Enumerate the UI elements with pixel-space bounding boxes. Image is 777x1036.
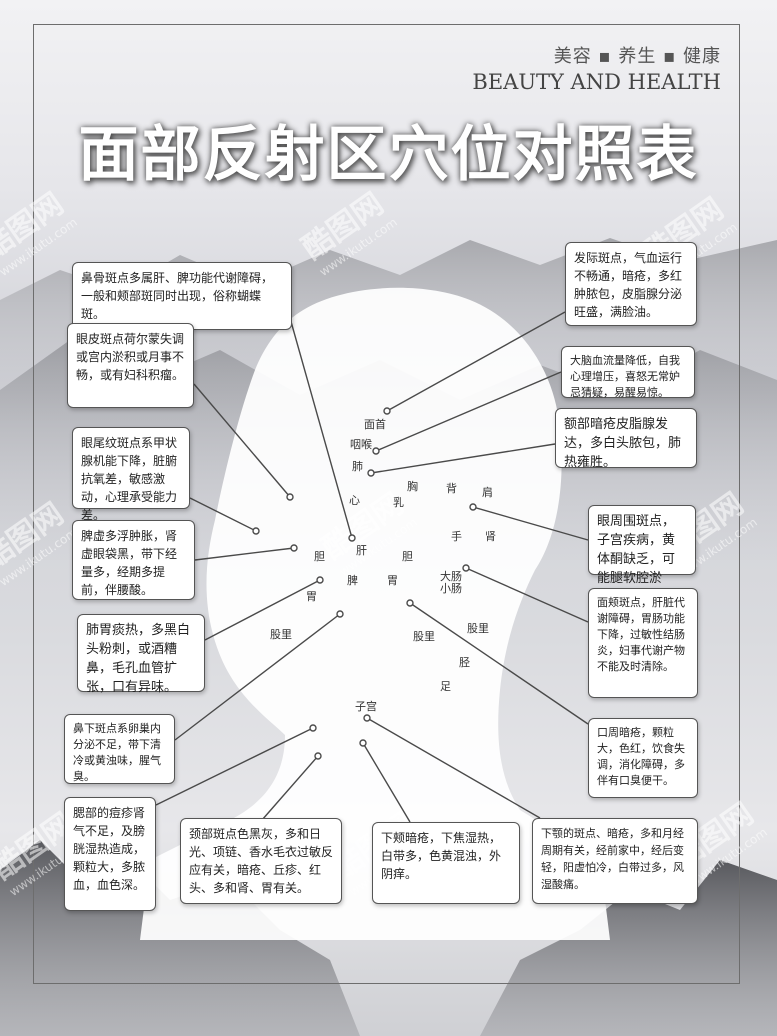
note-eye-around: 眼周围斑点，子宫疾病，黄体酮缺乏，可能腿软腔淤阻。 [588, 505, 696, 605]
zone-label: 胸 [407, 480, 418, 493]
leader-dot [383, 407, 391, 415]
leader-line [289, 317, 353, 539]
note-face: 面颊斑点，肝脏代谢障碍，胃肠功能下降，过敏性结肠炎，妇事代谢产物不能及时清除。 [588, 588, 698, 698]
leader-line [472, 506, 589, 541]
leader-dot [348, 534, 356, 542]
leader-line [370, 443, 556, 474]
leader-line [366, 717, 541, 819]
leader-line [386, 311, 566, 412]
zone-label: 肺 [352, 460, 363, 473]
zone-label: 肾 [485, 530, 496, 543]
zone-label: 咽喉 [350, 438, 372, 451]
note-lower-cheek: 下颊暗疮，下焦湿热，白带多，色黄混浊，外阴痒。 [372, 822, 520, 904]
zone-label: 胆 [314, 550, 325, 563]
slogan-cn: 美容 ▪ 养生 ▪ 健康 [553, 46, 721, 67]
zone-label: 胃 [387, 574, 398, 587]
zone-label: 股里 [270, 628, 292, 641]
zone-label: 胆 [402, 550, 413, 563]
zone-label: 胫 [459, 656, 470, 669]
note-forehead: 额部暗疮皮脂腺发达，多白头脓包，肺热雍胜。 [555, 408, 697, 470]
leader-dot [372, 447, 380, 455]
zone-label: 脾 [347, 574, 358, 587]
leader-line [194, 547, 295, 561]
leader-dot [290, 544, 298, 552]
leader-dot [309, 724, 317, 732]
note-neck: 颈部斑点色黑灰，多和日光、项链、香水毛衣过敏反应有关，暗疮、丘疹、红头、多和肾、… [180, 818, 342, 904]
note-lung-stomach: 肺胃痰热，多黑白头粉刺，或酒糟鼻，毛孔血管扩张，口有异味。 [77, 614, 205, 695]
leader-dot [359, 739, 367, 747]
leader-line [375, 371, 562, 452]
leader-line [189, 497, 257, 532]
note-brain: 大脑血流量降低，自我心理增压，喜怒无常妒忌猜疑，易醒易惊。 [561, 346, 695, 399]
head-silhouette [140, 287, 610, 940]
leader-dot [406, 599, 414, 607]
zone-label: 背 [446, 482, 457, 495]
leader-line [174, 613, 341, 741]
leader-dot [462, 564, 470, 572]
zone-label: 心 [349, 494, 360, 507]
leader-line [155, 727, 314, 806]
slogan-en: BEAUTY AND HEALTH [472, 70, 721, 94]
zone-label: 股里 [467, 622, 489, 635]
leader-line [409, 602, 589, 725]
note-mouth: 口周暗疮，颗粒大，色红，饮食失调，消化障碍，多伴有口臭便干。 [588, 718, 698, 798]
zone-label: 肝 [356, 544, 367, 557]
leader-dot [252, 527, 260, 535]
page-title: 面部反射区穴位对照表 [78, 120, 699, 190]
note-eye-tail: 眼尾纹斑点系甲状腺机能下降，脏腑抗氧差，敏感激动，心理承受能力差。 [72, 427, 190, 522]
leader-line [465, 567, 589, 623]
zone-label: 胃 [306, 590, 317, 603]
zone-label: 小肠 [440, 582, 462, 595]
zone-label: 面首 [364, 418, 386, 431]
note-nose-bone: 鼻骨斑点多属肝、脾功能代谢障碍，一般和颊部斑同时出现，俗称蝴蝶斑。 [72, 262, 292, 330]
foreground-mountains-right [480, 860, 777, 1036]
note-hairline: 发际斑点，气血运行不畅通，暗疮，多红肿脓包，皮脂腺分泌旺盛，满脸油。 [565, 242, 697, 326]
note-nose-under: 鼻下斑点系卵巢内分泌不足，带下清冷或黄浊味，腥气臭。 [64, 714, 175, 784]
decorative-frame [33, 24, 740, 984]
zone-label: 子宫 [355, 700, 377, 713]
leader-dot [314, 752, 322, 760]
note-chin: 下颚的斑点、暗疮，多和月经周期有关，经前家中，经后变轻，阳虚怕冷，白带过多，风湿… [532, 818, 698, 904]
leader-line [193, 383, 291, 498]
leader-line [204, 579, 321, 641]
note-cheek-bone: 腮部的痘疹肾气不足，及膀胱湿热造成，颗粒大，多脓血，血色深。 [64, 797, 156, 911]
leader-dot [469, 503, 477, 511]
zone-label: 足 [440, 680, 451, 693]
zone-label: 乳 [393, 496, 404, 509]
leader-dot [367, 469, 375, 477]
leader-line [362, 742, 411, 823]
leader-line [261, 755, 319, 821]
note-eyelid: 眼皮斑点荷尔蒙失调或宫内淤积或月事不畅，或有妇科积瘤。 [67, 323, 194, 408]
leader-dot [336, 610, 344, 618]
zone-label: 肩 [482, 486, 493, 499]
zone-label: 股里 [413, 630, 435, 643]
note-spleen: 脾虚多浮肿胀，肾虚眼袋黑，带下经量多，经期多提前，伴腰酸。 [72, 520, 195, 600]
leader-dot [363, 714, 371, 722]
zone-label: 手 [451, 530, 462, 543]
leader-dot [316, 576, 324, 584]
leader-dot [286, 493, 294, 501]
zone-label: 大肠 [440, 570, 462, 583]
